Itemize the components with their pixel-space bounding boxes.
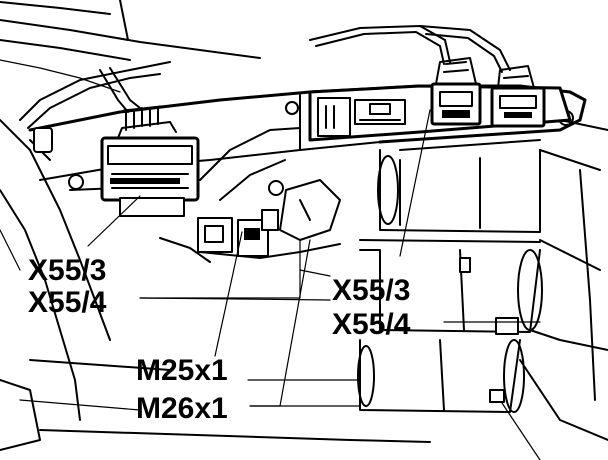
wire-harness-top xyxy=(309,25,511,73)
blower-motor-cylinder xyxy=(357,149,543,413)
control-module-upper-right xyxy=(308,57,572,142)
label-m26x1: M26x1 xyxy=(136,392,228,425)
label-x55-4-right: X55/4 xyxy=(332,308,411,341)
blower-housing xyxy=(159,127,341,263)
connector-x55-left xyxy=(100,105,200,217)
leader-lines xyxy=(87,109,541,407)
label-x55-3-left: X55/3 xyxy=(28,254,106,287)
wire-harness-left xyxy=(19,61,171,161)
label-m25x1: M25x1 xyxy=(136,354,228,387)
label-x55-4-left: X55/4 xyxy=(28,286,107,319)
label-x55-3-right: X55/3 xyxy=(332,274,410,307)
